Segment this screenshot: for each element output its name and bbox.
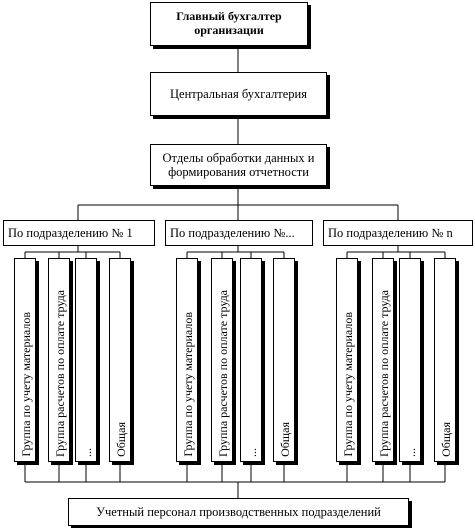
subdivision-label: По подразделению №... xyxy=(170,225,295,240)
subdivision-label: По подразделению № 1 xyxy=(8,225,133,240)
group-label: Группа по учету материалов xyxy=(19,312,33,457)
group-label: Общая xyxy=(439,422,453,457)
production-staff-box: Учетный персонал производственных подраз… xyxy=(68,498,409,526)
group-label: Общая xyxy=(278,422,292,457)
group-label: Группа по учету материалов xyxy=(181,312,195,457)
group-column: Группа расчетов по оплате труда xyxy=(48,258,70,462)
chief-accountant-label: Главный бухгалтер организации xyxy=(176,9,282,37)
group-label: Группа расчетов по оплате труда xyxy=(377,289,391,457)
group-column: Группа по учету материалов xyxy=(176,258,198,462)
group-column: Общая xyxy=(434,258,456,462)
group-label: ... xyxy=(80,448,94,457)
subdivision-n-box: По подразделению № n xyxy=(323,220,473,246)
chief-accountant-box: Главный бухгалтер организации xyxy=(150,2,308,46)
group-column: ... xyxy=(240,258,262,462)
subdivision-1-box: По подразделению № 1 xyxy=(3,220,155,246)
central-accounting-box: Центральная бухгалтерия xyxy=(150,72,327,116)
group-label: ... xyxy=(245,448,259,457)
group-column: Общая xyxy=(109,258,131,462)
group-label: Группа расчетов по оплате труда xyxy=(53,289,67,457)
group-column: ... xyxy=(75,258,97,462)
departments-box: Отделы обработки данных и формирования о… xyxy=(150,144,327,186)
group-column: Группа расчетов по оплате труда xyxy=(211,258,233,462)
subdivision-label: По подразделению № n xyxy=(328,225,453,240)
group-label: Группа расчетов по оплате труда xyxy=(216,289,230,457)
group-column: Группа расчетов по оплате труда xyxy=(372,258,394,462)
group-column: Общая xyxy=(273,258,295,462)
group-column: ... xyxy=(399,258,421,462)
group-label: Группа по учету материалов xyxy=(341,312,355,457)
group-column: Группа по учету материалов xyxy=(14,258,36,462)
group-label: ... xyxy=(404,448,418,457)
central-accounting-label: Центральная бухгалтерия xyxy=(170,86,307,101)
departments-label: Отделы обработки данных и формирования о… xyxy=(162,150,315,179)
production-staff-label: Учетный персонал производственных подраз… xyxy=(96,504,381,519)
group-column: Группа по учету материалов xyxy=(336,258,358,462)
group-label: Общая xyxy=(114,422,128,457)
subdivision-2-box: По подразделению №... xyxy=(165,220,313,246)
